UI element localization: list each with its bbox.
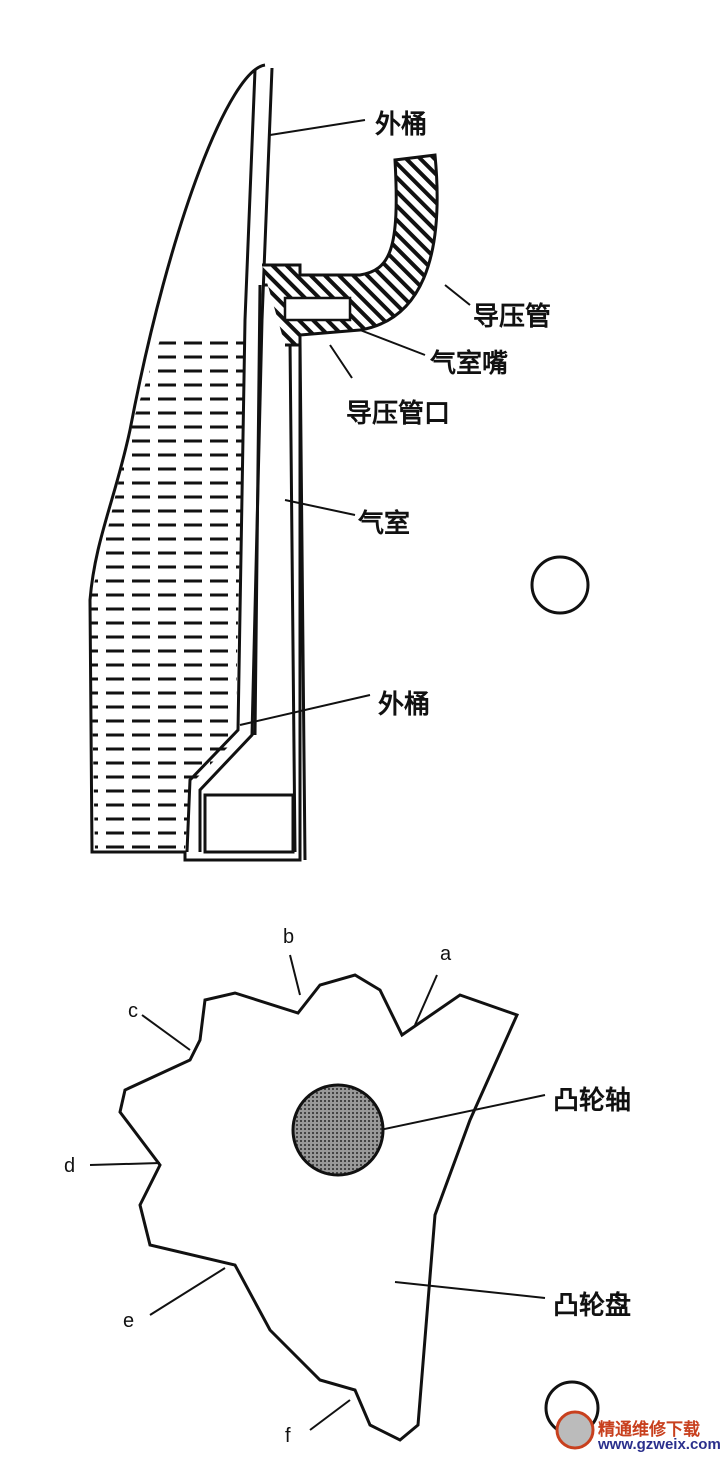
air-chamber bbox=[253, 283, 307, 861]
label-pressure-tube: 导压管 bbox=[473, 302, 552, 332]
label-pressure-tube-port: 导压管口 bbox=[346, 399, 451, 429]
outer-bucket-wall bbox=[185, 67, 274, 853]
figure2-number-circle bbox=[530, 555, 590, 615]
leader-lines bbox=[89, 119, 546, 1431]
label-e: e bbox=[123, 1310, 135, 1332]
label-d: d bbox=[64, 1155, 76, 1177]
label-outer-bucket-top: 外桶 bbox=[375, 110, 428, 140]
outer-bucket-contour bbox=[88, 63, 302, 862]
watermark-logo-icon bbox=[555, 1410, 595, 1450]
chamber-nozzle bbox=[283, 296, 352, 322]
label-f: f bbox=[285, 1425, 291, 1447]
label-a: a bbox=[440, 943, 452, 965]
label-cam-disc: 凸轮盘 bbox=[553, 1291, 632, 1321]
label-outer-bucket-bottom: 外桶 bbox=[378, 690, 431, 720]
label-air-chamber: 气室 bbox=[358, 509, 411, 539]
label-chamber-nozzle: 气室嘴 bbox=[430, 349, 509, 379]
watermark-url: www.gzweix.com bbox=[598, 1436, 721, 1453]
label-b: b bbox=[283, 926, 295, 948]
cam-shaft bbox=[291, 1083, 385, 1177]
chamber-base bbox=[203, 793, 295, 854]
cam-disc-outline bbox=[118, 973, 520, 1442]
label-cam-shaft: 凸轮轴 bbox=[553, 1086, 632, 1116]
water-fill bbox=[90, 340, 245, 850]
watermark-title: 精通维修下载 bbox=[598, 1420, 700, 1440]
label-c: c bbox=[128, 1000, 138, 1022]
